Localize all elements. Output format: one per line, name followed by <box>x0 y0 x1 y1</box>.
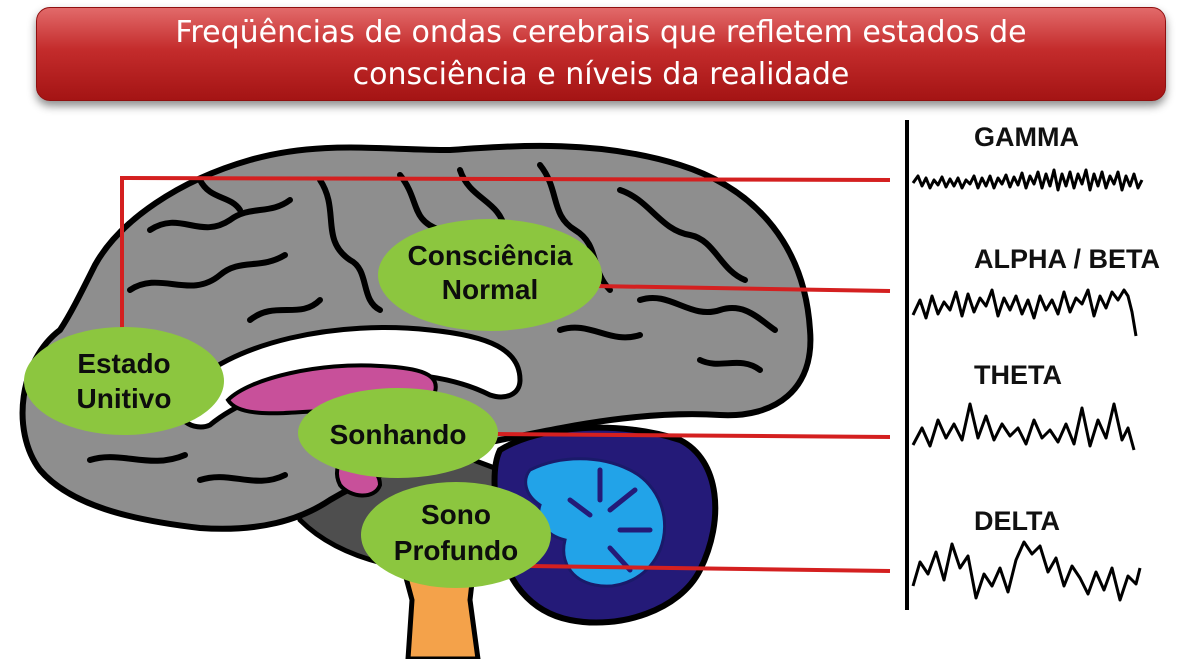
state-sonhando-label: Sonhando <box>330 419 467 450</box>
wave-label-delta: DELTA <box>974 506 1060 536</box>
connector-lines <box>120 175 891 573</box>
wave-gamma <box>911 168 1144 192</box>
state-consciencia-normal-line-1: Consciência <box>408 240 573 271</box>
brain-folds <box>67 162 778 484</box>
title-banner: Freqüências de ondas cerebrais que refle… <box>36 7 1166 101</box>
title-text: Freqüências de ondas cerebrais que refle… <box>175 12 1026 96</box>
state-sono-profundo: Sono Profundo <box>361 482 551 588</box>
wave-label-alpha-beta: ALPHA / BETA <box>974 244 1160 274</box>
wave-delta <box>911 540 1142 602</box>
wave-label-theta: THETA <box>974 360 1062 390</box>
corpus-callosum <box>175 325 523 430</box>
state-estado-unitivo-line-2: Unitivo <box>77 383 172 414</box>
state-estado-unitivo: Estado Unitivo <box>24 327 224 435</box>
cerebellum-arbor <box>524 457 667 588</box>
state-consciencia-normal-line-2: Normal <box>442 274 538 305</box>
wave-theta <box>911 402 1136 451</box>
state-estado-unitivo-line-1: Estado <box>77 348 170 379</box>
state-sono-profundo-line-1: Sono <box>421 499 491 530</box>
connector-alpha-beta <box>594 284 891 293</box>
title-line-1: Freqüências de ondas cerebrais que refle… <box>175 15 1027 50</box>
wave-label-gamma: GAMMA <box>974 122 1079 152</box>
wave-alpha-beta <box>911 288 1138 337</box>
connector-delta <box>529 564 891 573</box>
state-sonhando: Sonhando <box>298 388 498 478</box>
state-sono-profundo-line-2: Profundo <box>394 535 518 566</box>
connector-theta <box>494 432 891 439</box>
connector-gamma <box>120 175 891 330</box>
title-line-2: consciência e níveis da realidade <box>352 57 850 92</box>
state-consciencia-normal: Consciência Normal <box>378 219 602 331</box>
